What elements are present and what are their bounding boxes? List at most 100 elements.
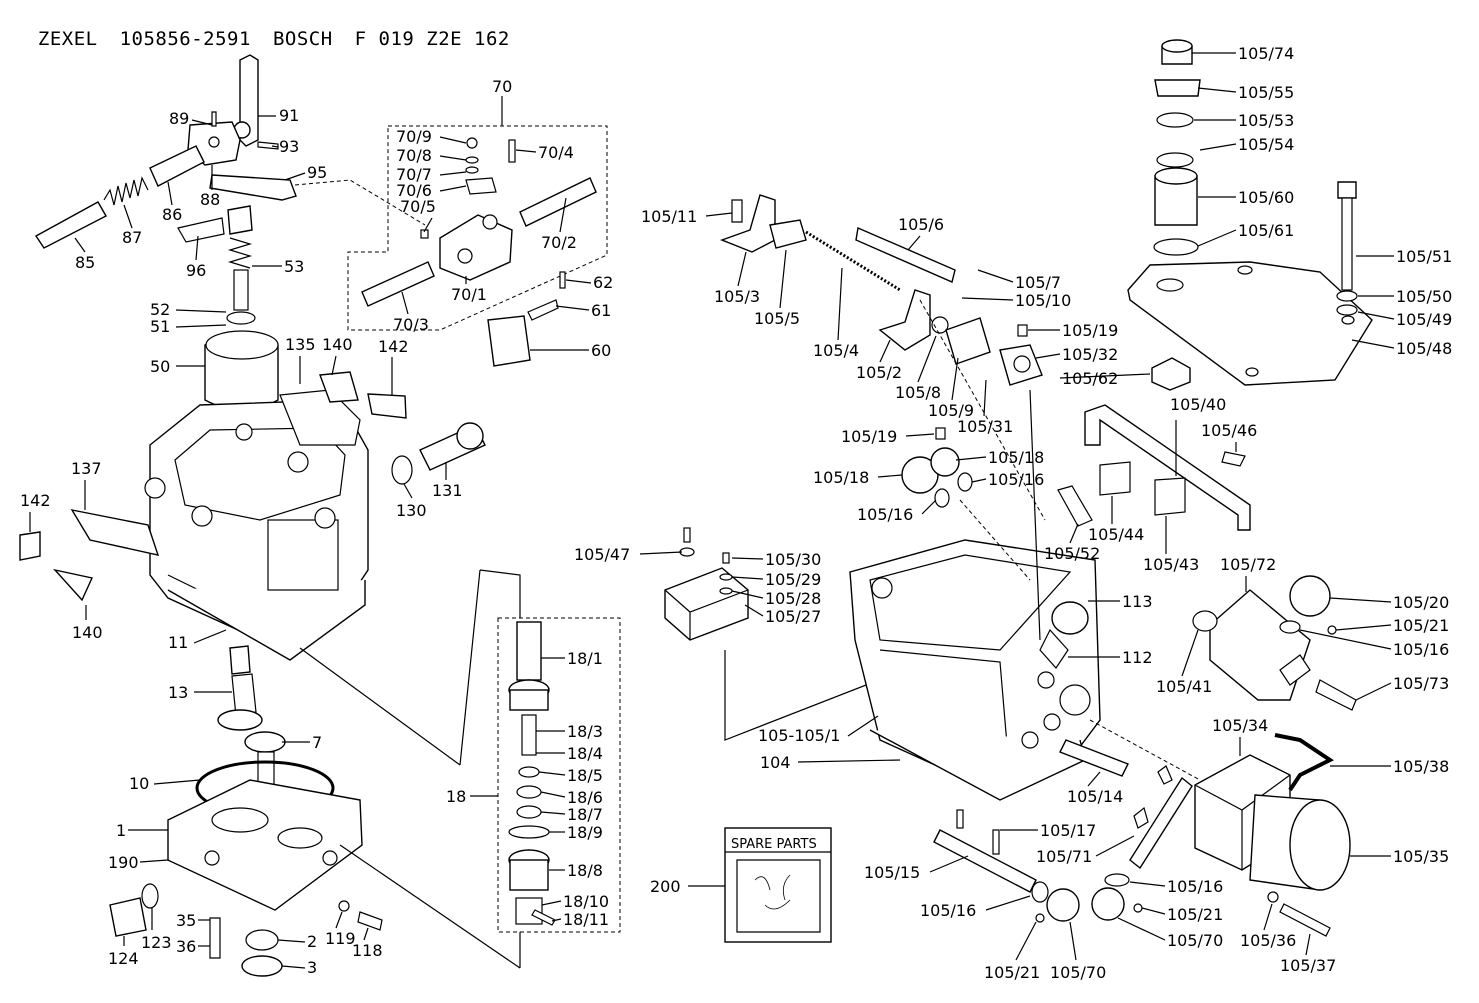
part-number-label: 18: [446, 787, 466, 806]
part-number-label: 105/72: [1220, 555, 1276, 574]
leader-line: [153, 779, 201, 785]
leader-line: [1059, 373, 1151, 379]
part-number-label: 51: [150, 317, 170, 336]
leader-line: [1299, 629, 1392, 650]
leader-line: [929, 855, 969, 873]
leader-line: [983, 379, 987, 417]
spare-parts-box: SPARE PARTS 200: [650, 827, 832, 943]
part-number-label: 140: [72, 623, 103, 642]
part-number-label: 18/5: [567, 766, 603, 785]
part-number-label: 18/6: [567, 788, 603, 807]
part-number-label: 190: [108, 853, 139, 872]
part-number-label: 88: [200, 190, 220, 209]
part-number-label: 105/34: [1212, 716, 1268, 735]
part-number-label: 11: [168, 633, 188, 652]
leader-line: [1197, 229, 1237, 247]
part-number-label: 105/5: [754, 309, 800, 328]
cover-105-72-drawing: [1192, 575, 1357, 711]
leader-line: [731, 590, 764, 599]
part-number-label: 70/1: [451, 285, 487, 304]
part-number-label: 35: [176, 911, 196, 930]
leader-line: [737, 251, 747, 287]
part-number-label: 105/7: [1015, 273, 1061, 292]
leader-line: [971, 478, 987, 483]
leader-line: [1069, 523, 1079, 544]
part-number-label: 105/20: [1393, 593, 1449, 612]
leader-line: [191, 119, 213, 126]
part-number-label: 130: [396, 501, 427, 520]
leader-line: [541, 900, 562, 906]
part-number-label: 105/74: [1238, 44, 1294, 63]
part-number-label: 105/44: [1088, 525, 1144, 544]
leader-line: [1335, 624, 1392, 631]
part-number-label: 18/7: [567, 805, 603, 824]
gear-housing-drawing: [849, 299, 1201, 923]
part-number-label: 105/16: [1393, 640, 1449, 659]
leader-line: [123, 204, 133, 229]
part-number-label: 70/8: [396, 146, 432, 165]
part-number-label: 105/47: [574, 545, 630, 564]
leader-line: [705, 212, 733, 217]
leader-line: [731, 557, 764, 560]
part-number-label: 70/6: [396, 181, 432, 200]
part-number-label: 105/53: [1238, 111, 1294, 130]
part-number-label: 105-105/1: [758, 726, 840, 745]
part-number-label: 142: [378, 337, 409, 356]
part-number-label: 36: [176, 937, 196, 956]
part-number-label: 105/46: [1201, 421, 1257, 440]
leader-line: [955, 456, 987, 461]
leader-line: [1199, 143, 1237, 151]
part-number-label: 62: [593, 273, 613, 292]
leader-line: [540, 791, 566, 798]
part-number-label: 91: [279, 106, 299, 125]
part-number-label: 70/5: [400, 197, 436, 216]
part-number-label: 18/1: [567, 649, 603, 668]
part-number-label: 18/3: [567, 722, 603, 741]
leader-line: [1355, 682, 1392, 701]
part-number-label: 124: [108, 949, 139, 968]
part-number-label: 105/19: [1062, 321, 1118, 340]
part-number-label: 105/18: [813, 468, 869, 487]
part-number-label: 105/51: [1396, 247, 1452, 266]
part-number-label: 131: [432, 481, 463, 500]
part-number-label: 105/28: [765, 589, 821, 608]
part-number-label: 105/16: [1167, 877, 1223, 896]
part-number-label: 70: [492, 77, 512, 96]
part-number-label: 18/4: [567, 744, 603, 763]
leader-line: [847, 715, 879, 737]
part-number-label: 60: [591, 341, 611, 360]
part-number-label: 105/21: [1167, 905, 1223, 924]
leader-line: [1329, 597, 1392, 603]
part-number-label: 105/16: [857, 505, 913, 524]
part-number-label: 105/31: [957, 417, 1013, 436]
part-number-label: 105/41: [1156, 677, 1212, 696]
part-number-label: 2: [307, 932, 317, 951]
leader-line: [1035, 353, 1061, 359]
part-number-label: 7: [312, 733, 322, 752]
part-number-label: 105/17: [1040, 821, 1096, 840]
leader-line: [1087, 771, 1101, 787]
part-number-label: 105/62: [1062, 369, 1118, 388]
part-number-label: 18/9: [567, 823, 603, 842]
part-number-label: 87: [122, 228, 142, 247]
part-number-label: 10: [129, 774, 149, 793]
leader-line: [195, 235, 199, 261]
part-number-label: 70/4: [538, 143, 574, 162]
part-number-label: 105/19: [841, 427, 897, 446]
part-number-label: 140: [322, 335, 353, 354]
part-number-label: 105/15: [864, 863, 920, 882]
bracket-105-40-drawing: [1057, 404, 1251, 531]
part-number-label: 61: [591, 301, 611, 320]
leader-line: [1351, 339, 1395, 349]
leader-line: [1129, 881, 1166, 887]
header-bosch-number: F 019 Z2E 162: [354, 28, 510, 50]
part-number-label: 105/70: [1050, 963, 1106, 982]
leader-line: [439, 171, 467, 176]
leader-line: [1095, 835, 1135, 857]
part-number-label: 105/6: [898, 215, 944, 234]
header-maker: ZEXEL: [37, 28, 98, 50]
part-number-label: 70/7: [396, 165, 432, 184]
part-number-label: 105/11: [641, 207, 697, 226]
part-number-label: 70/3: [393, 315, 429, 334]
